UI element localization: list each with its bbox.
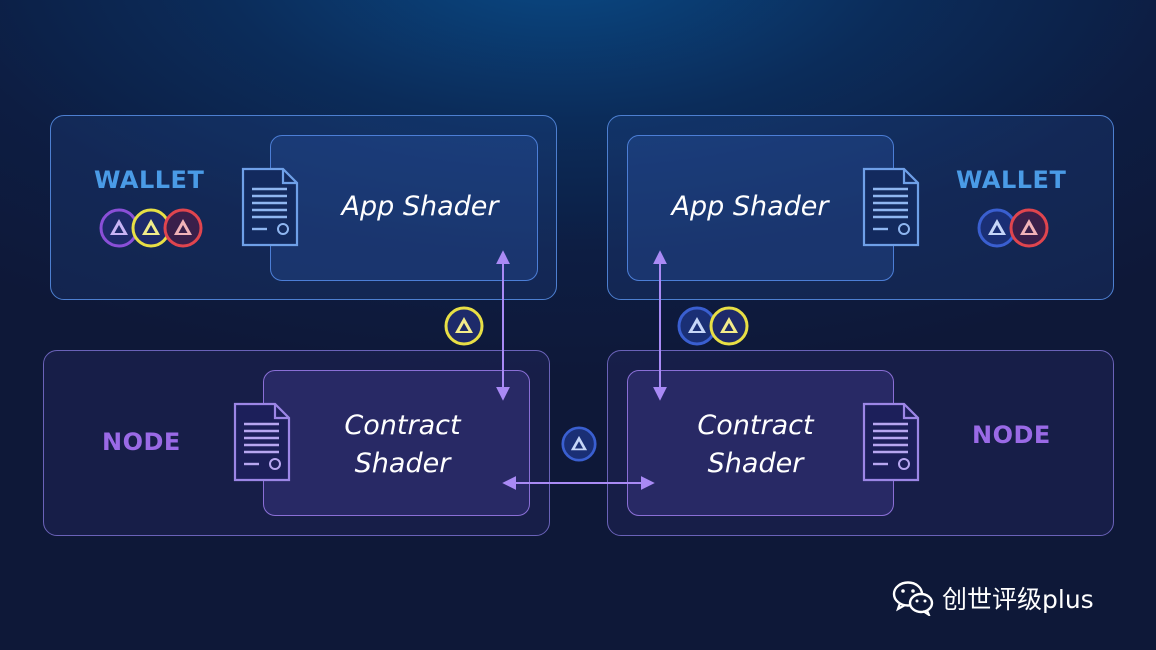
- yellow-coin-icon: [709, 306, 749, 346]
- left-contract-document-icon: [233, 402, 291, 482]
- left-node-panel: [43, 350, 550, 536]
- watermark-text: 创世评级plus: [942, 585, 1094, 614]
- right-app-document-icon: [862, 167, 920, 247]
- right-wallet-panel: [607, 115, 1114, 300]
- right-contract-shader-title-line2: Shader: [707, 448, 804, 479]
- right-app-shader-box: [627, 135, 894, 281]
- red-coin-icon: [163, 208, 203, 248]
- yellow-coin-icon: [444, 306, 484, 346]
- left-app-shader-box: [270, 135, 538, 281]
- left-contract-shader-title-line2: Shader: [354, 448, 451, 479]
- right-app-shader-title: App Shader: [671, 191, 829, 222]
- left-node-label: NODE: [102, 428, 181, 456]
- left-wallet-panel: [50, 115, 557, 300]
- right-contract-shader-box: [627, 370, 894, 516]
- red-coin-icon: [1009, 208, 1049, 248]
- left-app-shader-title: App Shader: [341, 191, 499, 222]
- left-contract-shader-box: [263, 370, 530, 516]
- right-contract-shader-title-line1: Contract: [697, 410, 814, 441]
- watermark: 创世评级plus: [892, 578, 1094, 618]
- blue-coin-icon: [561, 426, 597, 462]
- yellow-coin-icon: [131, 208, 171, 248]
- right-wallet-label: WALLET: [956, 166, 1067, 194]
- right-contract-document-icon: [862, 402, 920, 482]
- right-node-panel: [607, 350, 1114, 536]
- left-app-document-icon: [241, 167, 299, 247]
- left-contract-shader-title-line1: Contract: [344, 410, 461, 441]
- left-wallet-label: WALLET: [94, 166, 205, 194]
- right-node-label: NODE: [972, 421, 1051, 449]
- wechat-icon: [892, 581, 934, 616]
